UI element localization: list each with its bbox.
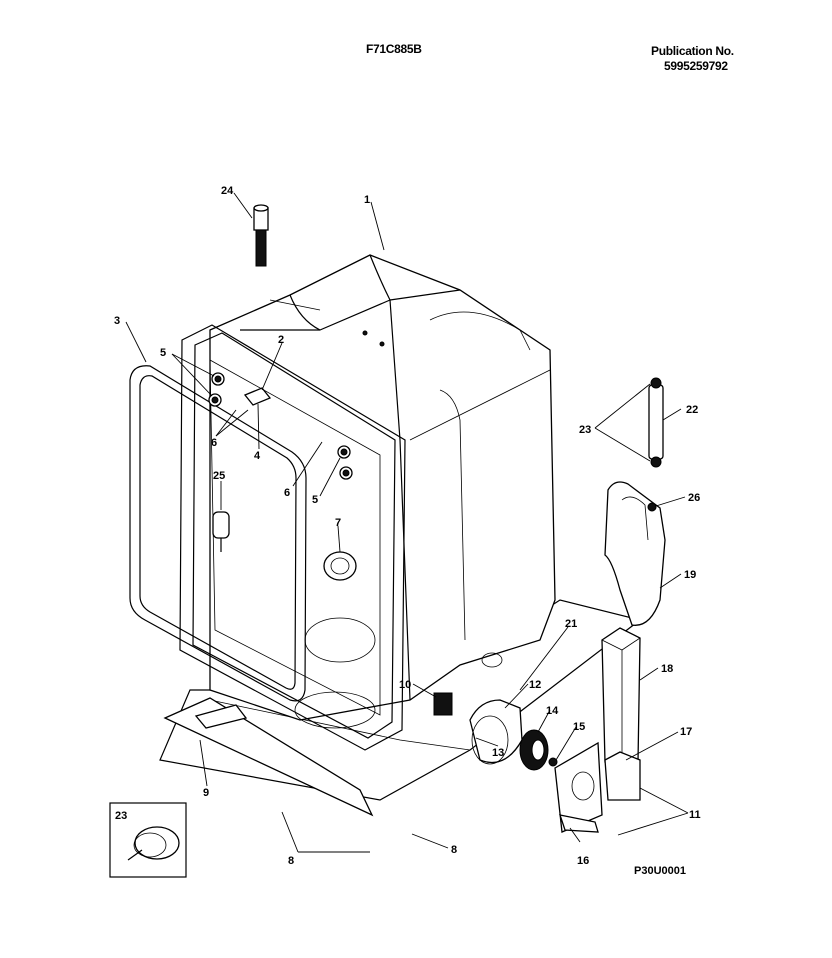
part-14-fan-wheel <box>519 729 549 771</box>
inset-box <box>109 802 187 878</box>
part-17-duct-end <box>604 751 641 801</box>
part-25-float <box>212 511 230 552</box>
callout-16: 16 <box>577 855 589 867</box>
callout-24: 24 <box>221 185 234 197</box>
part-16-plate <box>554 741 603 833</box>
callout-11: 11 <box>689 809 701 821</box>
part-5-nuts <box>208 372 353 480</box>
part-3-door-gasket <box>129 365 307 702</box>
callout-15: 15 <box>573 721 585 733</box>
callout-25: 25 <box>213 470 225 482</box>
part-22-hose <box>648 377 664 468</box>
callout-23-hose: 23 <box>579 424 591 436</box>
callout-22: 22 <box>686 404 698 416</box>
callout-19: 19 <box>684 569 696 581</box>
callout-5-upper: 5 <box>160 347 166 359</box>
publication-number: 5995259792 <box>664 59 728 73</box>
callout-labels: 24 1 3 5 2 6 4 25 6 5 7 23 22 26 19 21 1… <box>114 185 701 867</box>
callout-10: 10 <box>399 679 411 691</box>
callout-7: 7 <box>335 517 341 529</box>
callout-18: 18 <box>661 663 673 675</box>
callout-8-right: 8 <box>451 844 457 856</box>
model-number: F71C885B <box>366 42 422 56</box>
part-10-switch <box>433 692 453 716</box>
callout-6-upper: 6 <box>211 437 217 449</box>
part-19-vent <box>604 481 666 626</box>
part-26-clip <box>647 502 657 512</box>
part-1-tub <box>209 254 556 729</box>
callout-3: 3 <box>114 315 120 327</box>
callout-1: 1 <box>364 194 370 206</box>
callout-9: 9 <box>203 787 209 799</box>
part-18-duct <box>601 627 641 763</box>
tub-front-frame <box>179 324 406 751</box>
callout-23-inset: 23 <box>115 810 127 822</box>
callout-4: 4 <box>254 450 261 462</box>
part-2-bracket <box>243 387 272 406</box>
callout-2: 2 <box>278 334 284 346</box>
part-12-13-housing <box>469 699 523 765</box>
publication-label: Publication No. <box>651 44 734 58</box>
callout-21: 21 <box>565 618 577 630</box>
part-15-nut <box>548 757 558 767</box>
callout-14: 14 <box>546 705 559 717</box>
diagram-code: P30U0001 <box>634 865 686 877</box>
callout-5-lower: 5 <box>312 494 318 506</box>
part-24-pin <box>253 204 269 267</box>
callout-13: 13 <box>492 747 504 759</box>
callout-6-lower: 6 <box>284 487 290 499</box>
part-7-spray-nut <box>323 551 357 581</box>
callout-17: 17 <box>680 726 692 738</box>
part-9-kick-plate <box>163 697 374 817</box>
callout-12: 12 <box>529 679 541 691</box>
callout-8-left: 8 <box>288 855 294 867</box>
callout-26: 26 <box>688 492 700 504</box>
leader-lines <box>125 192 689 853</box>
